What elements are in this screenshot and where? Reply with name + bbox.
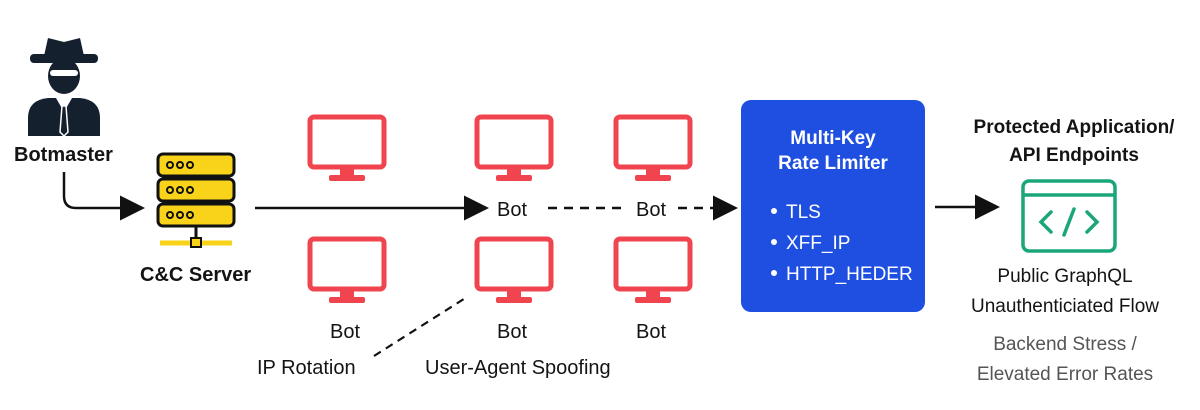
- bot-label: Bot: [636, 321, 667, 343]
- arrow-botmaster-to-server: [62, 172, 145, 221]
- code-window-icon: [1021, 179, 1117, 253]
- botmaster-label: Botmaster: [14, 144, 113, 166]
- bot-label: Bot: [330, 321, 361, 343]
- monitor-icon: [613, 236, 693, 303]
- monitor-icon: [474, 114, 554, 181]
- monitor-icon: [474, 236, 554, 303]
- rate-limit-keys: TLS XFF_IP HTTP_HEDER: [771, 197, 913, 290]
- impact-label: Backend Stress / Elevated Error Rates: [976, 334, 1154, 385]
- rate-limit-key: HTTP_HEDER: [771, 259, 913, 290]
- ip-rotation-label: IP Rotation: [257, 357, 356, 379]
- user-agent-spoofing-label: User-Agent Spoofing: [425, 357, 611, 379]
- cc-server-label: C&C Server: [140, 264, 252, 286]
- monitor-icon: [307, 114, 387, 181]
- rate-limiter-title: Multi-Key Rate Limiter: [778, 128, 888, 174]
- rate-limit-key: XFF_IP: [771, 228, 913, 259]
- monitor-icon: [307, 236, 387, 303]
- server-icon: [156, 152, 236, 248]
- graphql-flow-label: Public GraphQL Unauthenticiated Flow: [971, 266, 1159, 317]
- protected-app-title: Protected Application/ API Endpoints: [973, 117, 1175, 166]
- bot-label: Bot: [497, 199, 528, 221]
- bot-label: Bot: [636, 199, 667, 221]
- rate-limiter-box: Multi-Key Rate Limiter TLS XFF_IP HTTP_H…: [741, 100, 925, 312]
- bot-label: Bot: [497, 321, 528, 343]
- hacker-icon: [28, 38, 100, 136]
- dashed-ip-rotation-link: [373, 296, 468, 357]
- rate-limit-key: TLS: [771, 197, 913, 228]
- monitor-icon: [613, 114, 693, 181]
